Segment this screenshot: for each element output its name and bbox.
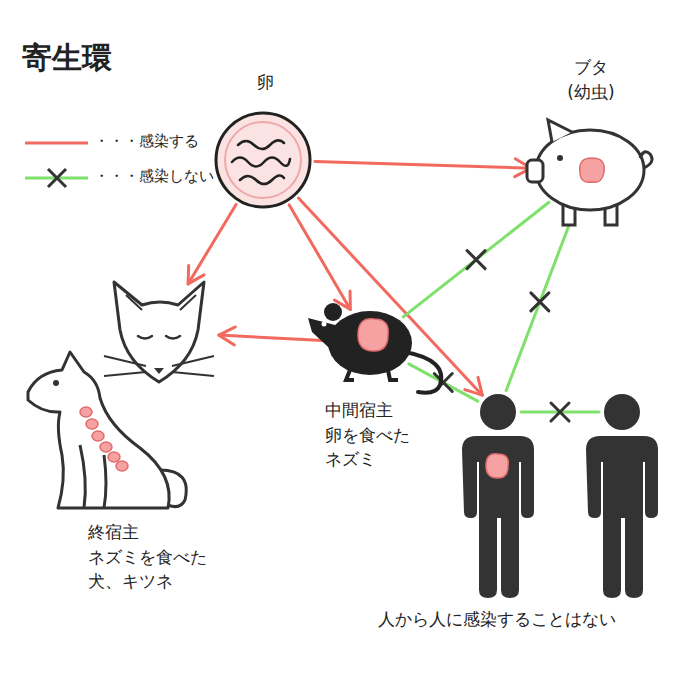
rat-head <box>308 318 340 358</box>
connector <box>403 202 549 317</box>
fox-eyes <box>138 336 180 339</box>
connector-line <box>315 162 531 169</box>
rat-tail <box>405 352 441 393</box>
larva <box>240 175 284 184</box>
illustration <box>455 390 545 600</box>
connector <box>298 198 482 395</box>
cyst <box>486 454 508 478</box>
arrow-head <box>219 327 235 345</box>
tapeworm-segment <box>100 442 112 452</box>
larva <box>238 140 284 149</box>
rat-body <box>328 311 412 375</box>
human-body <box>462 436 534 598</box>
note-label: 人から人に感染することはない <box>378 607 616 632</box>
fox-head <box>104 282 214 382</box>
node-label: 終宿主 ネズミを食べた 犬、キツネ <box>88 520 218 594</box>
tapeworm-segment <box>116 461 128 471</box>
tapeworm-segment <box>86 419 98 429</box>
dog-eye <box>53 380 59 386</box>
human-head <box>480 394 516 430</box>
legend-text: ・・・感染する <box>94 132 199 151</box>
egg-inner <box>225 122 301 198</box>
tapeworm-segment <box>92 431 104 441</box>
fox-ear-inner <box>126 295 196 310</box>
connector <box>219 327 323 345</box>
cyst <box>358 319 388 351</box>
tapeworm-segment <box>80 407 92 417</box>
connector <box>506 213 573 390</box>
fox-face <box>114 282 204 382</box>
pig-node: ブタ (幼虫) <box>520 50 660 235</box>
tapeworm-segment <box>108 452 120 462</box>
illustration <box>520 50 660 235</box>
pig-body <box>536 130 644 210</box>
pig-tail <box>640 152 652 168</box>
connector <box>188 204 236 283</box>
legend-line <box>25 142 88 145</box>
connector-line <box>506 213 573 390</box>
larva <box>232 158 290 167</box>
egg-shell <box>216 113 310 207</box>
egg-node: 卵 <box>205 65 325 215</box>
connector-line <box>409 364 478 401</box>
cyst <box>580 158 605 182</box>
fox-whiskers <box>104 356 214 376</box>
cross-mark <box>467 251 485 269</box>
human-body <box>586 436 658 598</box>
rat-ear <box>324 303 342 321</box>
connector-line <box>403 202 549 317</box>
connector-line <box>188 204 236 283</box>
cross-mark <box>531 293 549 311</box>
node-label: 卵 <box>205 70 325 95</box>
connector <box>409 364 478 401</box>
illustration <box>580 390 670 600</box>
connector-line <box>219 335 323 340</box>
dog-legs <box>80 445 106 508</box>
connector <box>521 403 599 421</box>
pig-eye <box>557 155 563 161</box>
human-node <box>455 390 545 600</box>
rat-eye <box>322 322 327 327</box>
cross-mark <box>551 403 569 421</box>
rat-node: 中間宿主 卵を食べた ネズミ <box>300 285 470 480</box>
cross-mark <box>48 169 66 187</box>
diagram-title: 寄生環 <box>22 38 112 79</box>
node-label: 中間宿主 卵を食べた ネズミ <box>325 398 435 472</box>
connector-line <box>298 198 482 395</box>
node-label: ブタ (幼虫) <box>556 55 626 104</box>
final-host-node: 終宿主 ネズミを食べた 犬、キツネ <box>15 270 250 600</box>
connector <box>315 159 531 177</box>
pig-snout <box>527 160 543 182</box>
rat-legs <box>346 370 398 380</box>
pig-ear <box>548 120 572 142</box>
human-head <box>604 394 640 430</box>
fox-nose <box>154 368 164 374</box>
human-node <box>580 390 670 600</box>
legend-text: ・・・感染しない <box>94 167 214 186</box>
arrow-head <box>188 266 204 284</box>
arrow-head <box>465 377 482 395</box>
